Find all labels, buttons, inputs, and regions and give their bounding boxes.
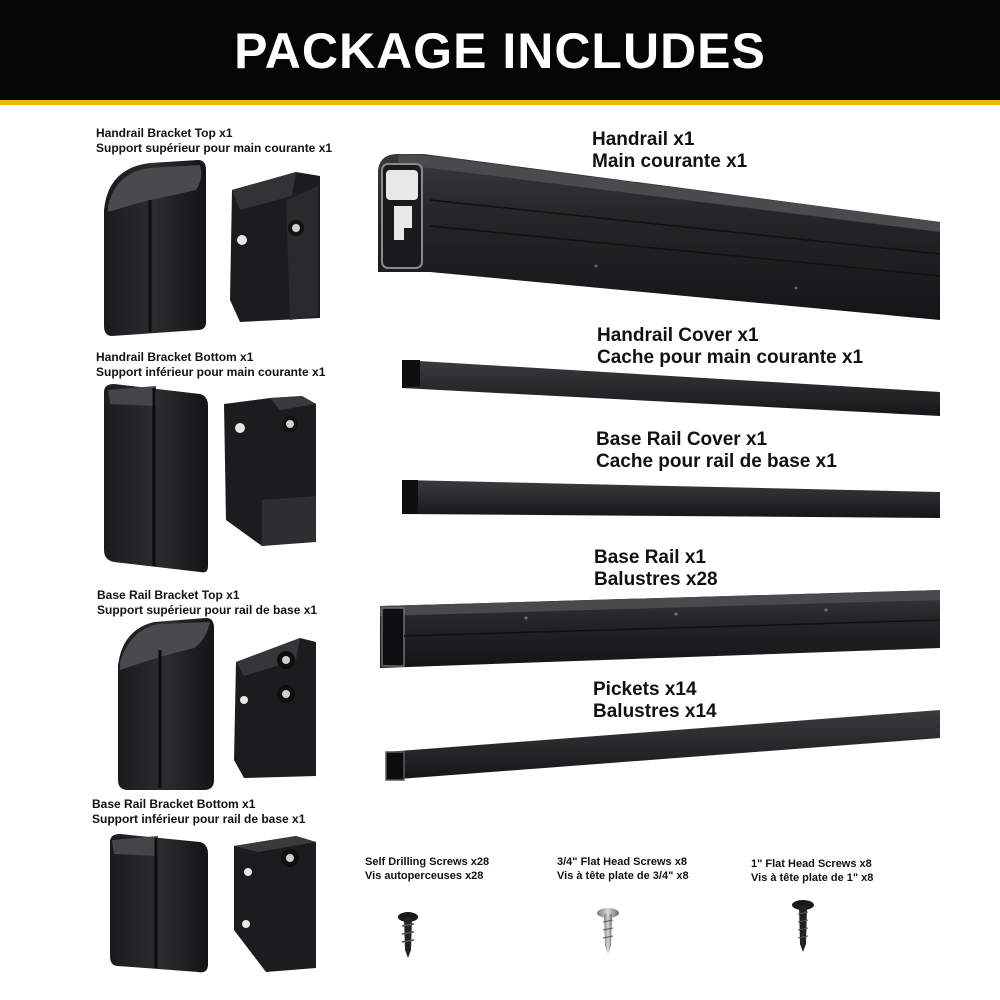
screw-name-fr: Vis à tête plate de 3/4" x8 — [557, 870, 689, 882]
handrail-image — [378, 154, 941, 320]
rail-label-handrail: Handrail x1 Main courante x1 — [592, 129, 747, 173]
screw-label-one-inch-flat-head: 1" Flat Head Screws x8 Vis à tête plate … — [751, 857, 873, 885]
handrail-cover-image — [402, 360, 940, 416]
screw-name-fr: Vis autoperceuses x28 — [365, 870, 484, 882]
bracket-name-fr: Support supérieur pour main courante x1 — [96, 141, 333, 155]
bracket-label-handrail-bottom: Handrail Bracket Bottom x1 Support infér… — [96, 350, 325, 380]
rail-name-fr: Balustres x14 — [593, 701, 717, 722]
screw-label-self-drilling: Self Drilling Screws x28 Vis autoperceus… — [365, 855, 489, 883]
bracket-name-en: Handrail Bracket Bottom x1 — [96, 350, 254, 364]
rail-name-fr: Cache pour rail de base x1 — [596, 451, 837, 472]
base-rail-bracket-top-image — [118, 618, 316, 790]
bracket-name-fr: Support inférieur pour rail de base x1 — [92, 812, 306, 826]
rail-name-en: Handrail x1 — [592, 129, 695, 150]
rail-name-fr: Balustres x28 — [594, 569, 718, 590]
handrail-bracket-bottom-image — [104, 384, 316, 573]
rail-name-en: Base Rail Cover x1 — [596, 429, 768, 450]
base-rail-bracket-bottom-image — [110, 834, 316, 973]
one-inch-flat-head-screw-image — [792, 900, 814, 952]
header-bar — [0, 0, 1000, 100]
rail-name-en: Handrail Cover x1 — [597, 325, 759, 346]
rail-name-en: Pickets x14 — [593, 679, 697, 700]
base-rail-image — [380, 590, 941, 668]
bracket-name-en: Base Rail Bracket Top x1 — [97, 588, 240, 602]
bracket-name-fr: Support inférieur pour main courante x1 — [96, 365, 326, 379]
rail-label-handrail-cover: Handrail Cover x1 Cache pour main couran… — [597, 325, 863, 369]
rail-label-base-rail-cover: Base Rail Cover x1 Cache pour rail de ba… — [596, 429, 837, 473]
rail-label-pickets: Pickets x14 Balustres x14 — [593, 679, 717, 723]
handrail-bracket-top-image — [104, 160, 320, 336]
three-quarter-flat-head-screw-image — [597, 908, 619, 954]
self-drilling-screw-image — [398, 912, 418, 958]
page-title: PACKAGE INCLUDES — [234, 23, 766, 79]
screw-name-fr: Vis à tête plate de 1" x8 — [751, 872, 874, 884]
rail-label-base-rail: Base Rail x1 Balustres x28 — [594, 547, 718, 591]
bracket-name-fr: Support supérieur pour rail de base x1 — [97, 603, 318, 617]
rail-name-fr: Main courante x1 — [592, 151, 748, 172]
base-rail-cover-image — [402, 480, 940, 518]
header-accent-stripe — [0, 100, 1000, 105]
picket-image — [385, 710, 940, 781]
bracket-name-en: Handrail Bracket Top x1 — [96, 126, 233, 140]
bracket-label-base-rail-bottom: Base Rail Bracket Bottom x1 Support infé… — [92, 797, 305, 827]
screw-label-three-quarter-flat-head: 3/4" Flat Head Screws x8 Vis à tête plat… — [557, 855, 689, 883]
screw-name-en: 1" Flat Head Screws x8 — [751, 858, 872, 870]
bracket-label-handrail-top: Handrail Bracket Top x1 Support supérieu… — [96, 126, 332, 156]
screw-name-en: Self Drilling Screws x28 — [365, 856, 490, 868]
rail-name-fr: Cache pour main courante x1 — [597, 347, 864, 368]
bracket-name-en: Base Rail Bracket Bottom x1 — [92, 797, 256, 811]
bracket-label-base-rail-top: Base Rail Bracket Top x1 Support supérie… — [97, 588, 317, 618]
rail-name-en: Base Rail x1 — [594, 547, 706, 568]
screw-name-en: 3/4" Flat Head Screws x8 — [557, 856, 687, 868]
